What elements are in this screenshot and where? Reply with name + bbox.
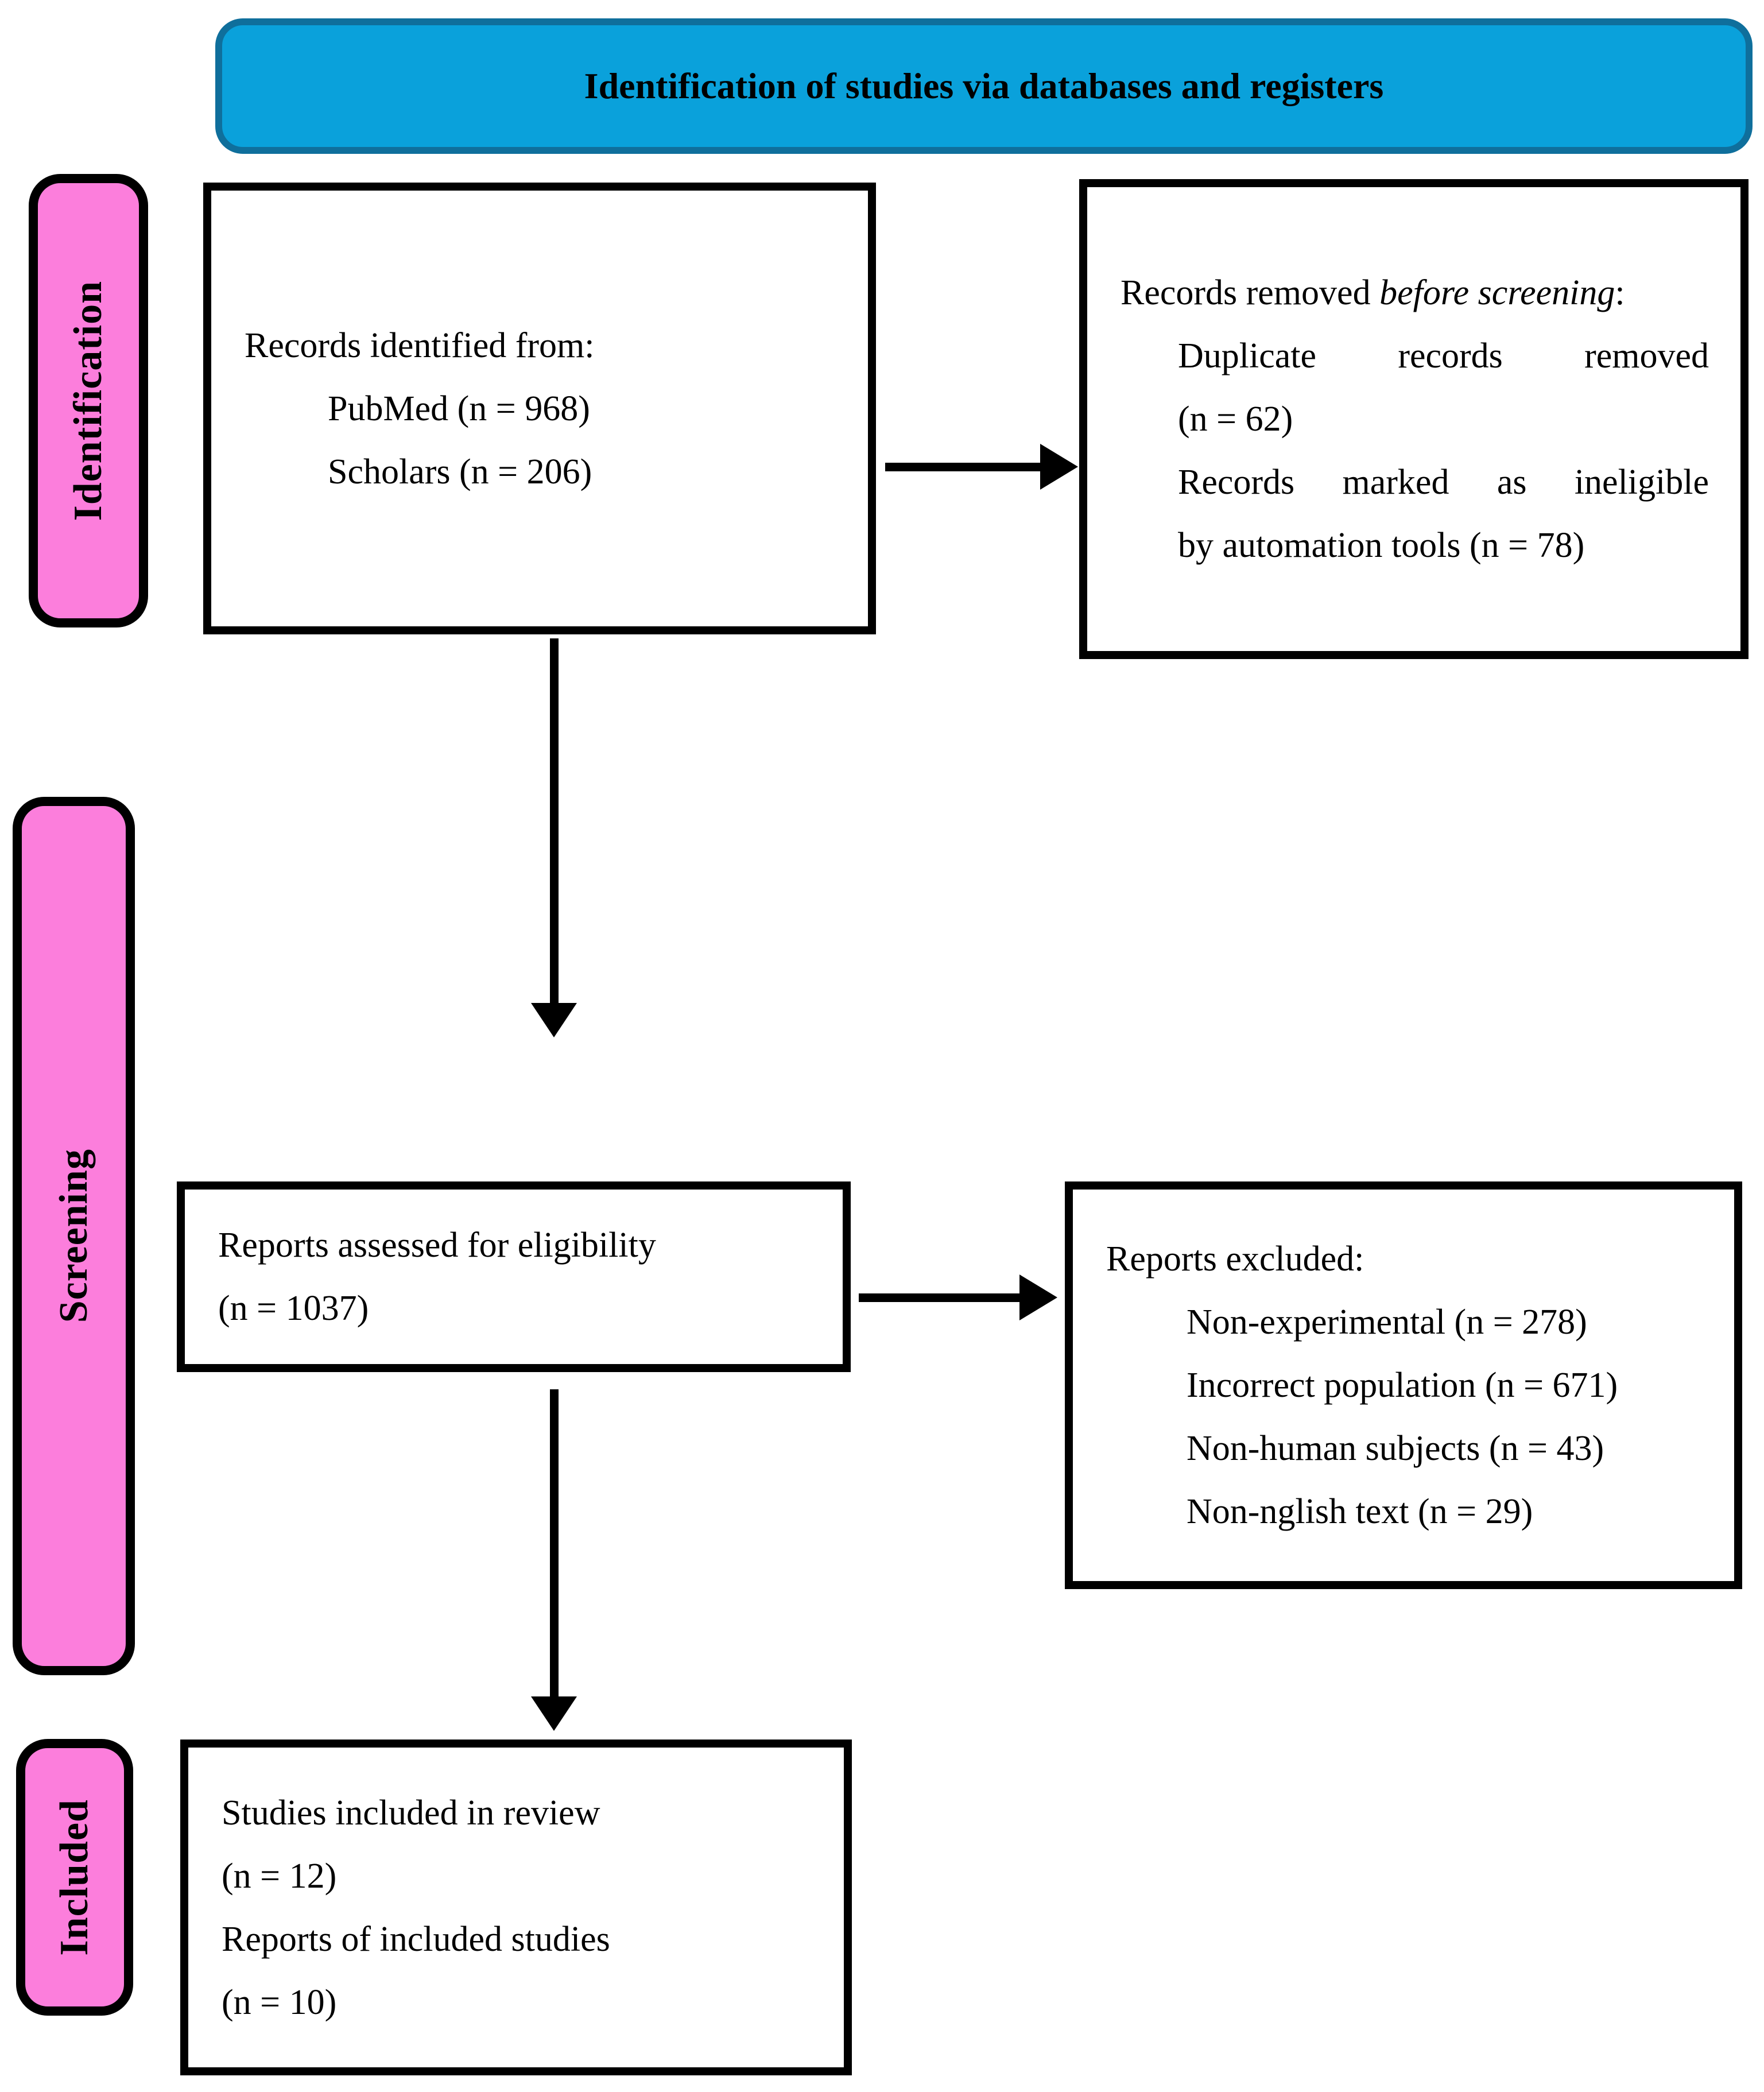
header-banner: Identification of studies via databases … xyxy=(215,18,1753,154)
arrow-identified-to-removed-shaft xyxy=(885,463,1040,471)
records-removed-heading-prefix: Records removed xyxy=(1121,273,1380,312)
studies-included-line3: Reports of included studies xyxy=(222,1919,610,1959)
box-reports-excluded: Reports excluded: Non-experimental (n = … xyxy=(1065,1181,1742,1589)
reports-excluded-item-incorrect-population: Incorrect population (n = 671) xyxy=(1187,1366,1618,1405)
records-identified-item-scholars: Scholars (n = 206) xyxy=(328,452,592,491)
side-label-screening-text: Screening xyxy=(51,1149,96,1323)
studies-included-line2: (n = 12) xyxy=(222,1856,337,1896)
side-label-included: Included xyxy=(16,1739,133,2016)
reports-assessed-line2: (n = 1037) xyxy=(218,1289,369,1328)
records-removed-heading: Records removed before screening: xyxy=(1121,261,1715,324)
records-removed-heading-italic: before screening xyxy=(1379,273,1615,312)
side-label-included-text: Included xyxy=(52,1799,96,1956)
reports-excluded-heading: Reports excluded: xyxy=(1106,1239,1364,1279)
box-reports-assessed: Reports assessed for eligibility (n = 10… xyxy=(177,1181,851,1372)
studies-included-line4: (n = 10) xyxy=(222,1982,337,2022)
arrow-identified-to-assessed-shaft xyxy=(550,638,559,1003)
records-removed-item-ineligible-line2: by automation tools (n = 78) xyxy=(1178,526,1585,565)
arrow-assessed-to-included-shaft xyxy=(550,1389,559,1696)
reports-assessed-line1: Reports assessed for eligibility xyxy=(218,1226,656,1265)
records-removed-item-ineligible-line1: Records marked as ineligible xyxy=(1178,463,1709,502)
right-arrowhead-icon xyxy=(1019,1274,1057,1320)
box-records-removed: Records removed before screening: Duplic… xyxy=(1079,179,1749,659)
studies-included-line1: Studies included in review xyxy=(222,1793,600,1833)
reports-excluded-item-nonhuman: Non-human subjects (n = 43) xyxy=(1187,1429,1604,1468)
box-studies-included: Studies included in review (n = 12) Repo… xyxy=(180,1740,852,2075)
box-records-identified: Records identified from: PubMed (n = 968… xyxy=(203,183,876,634)
records-removed-item-ineligible: Records marked as ineligible by automati… xyxy=(1178,451,1709,577)
side-label-screening: Screening xyxy=(13,797,135,1675)
records-removed-item-duplicates: Duplicate records removed (n = 62) xyxy=(1178,324,1709,451)
arrow-assessed-to-excluded-shaft xyxy=(859,1293,1019,1302)
records-removed-item-duplicates-line1: Duplicate records removed xyxy=(1178,336,1709,375)
records-removed-item-duplicates-line2: (n = 62) xyxy=(1178,400,1293,439)
side-label-identification: Identification xyxy=(29,174,148,627)
reports-excluded-item-nonexperimental: Non-experimental (n = 278) xyxy=(1187,1303,1587,1342)
reports-excluded-item-nonenglish: Non-nglish text (n = 29) xyxy=(1187,1492,1533,1531)
header-title: Identification of studies via databases … xyxy=(584,65,1384,106)
records-removed-heading-suffix: : xyxy=(1615,273,1625,312)
records-identified-item-pubmed: PubMed (n = 968) xyxy=(328,389,590,428)
side-label-identification-text: Identification xyxy=(66,280,110,521)
down-arrowhead-icon xyxy=(531,1696,577,1731)
records-identified-heading: Records identified from: xyxy=(245,326,595,365)
right-arrowhead-icon xyxy=(1040,444,1078,490)
down-arrowhead-icon xyxy=(531,1003,577,1037)
